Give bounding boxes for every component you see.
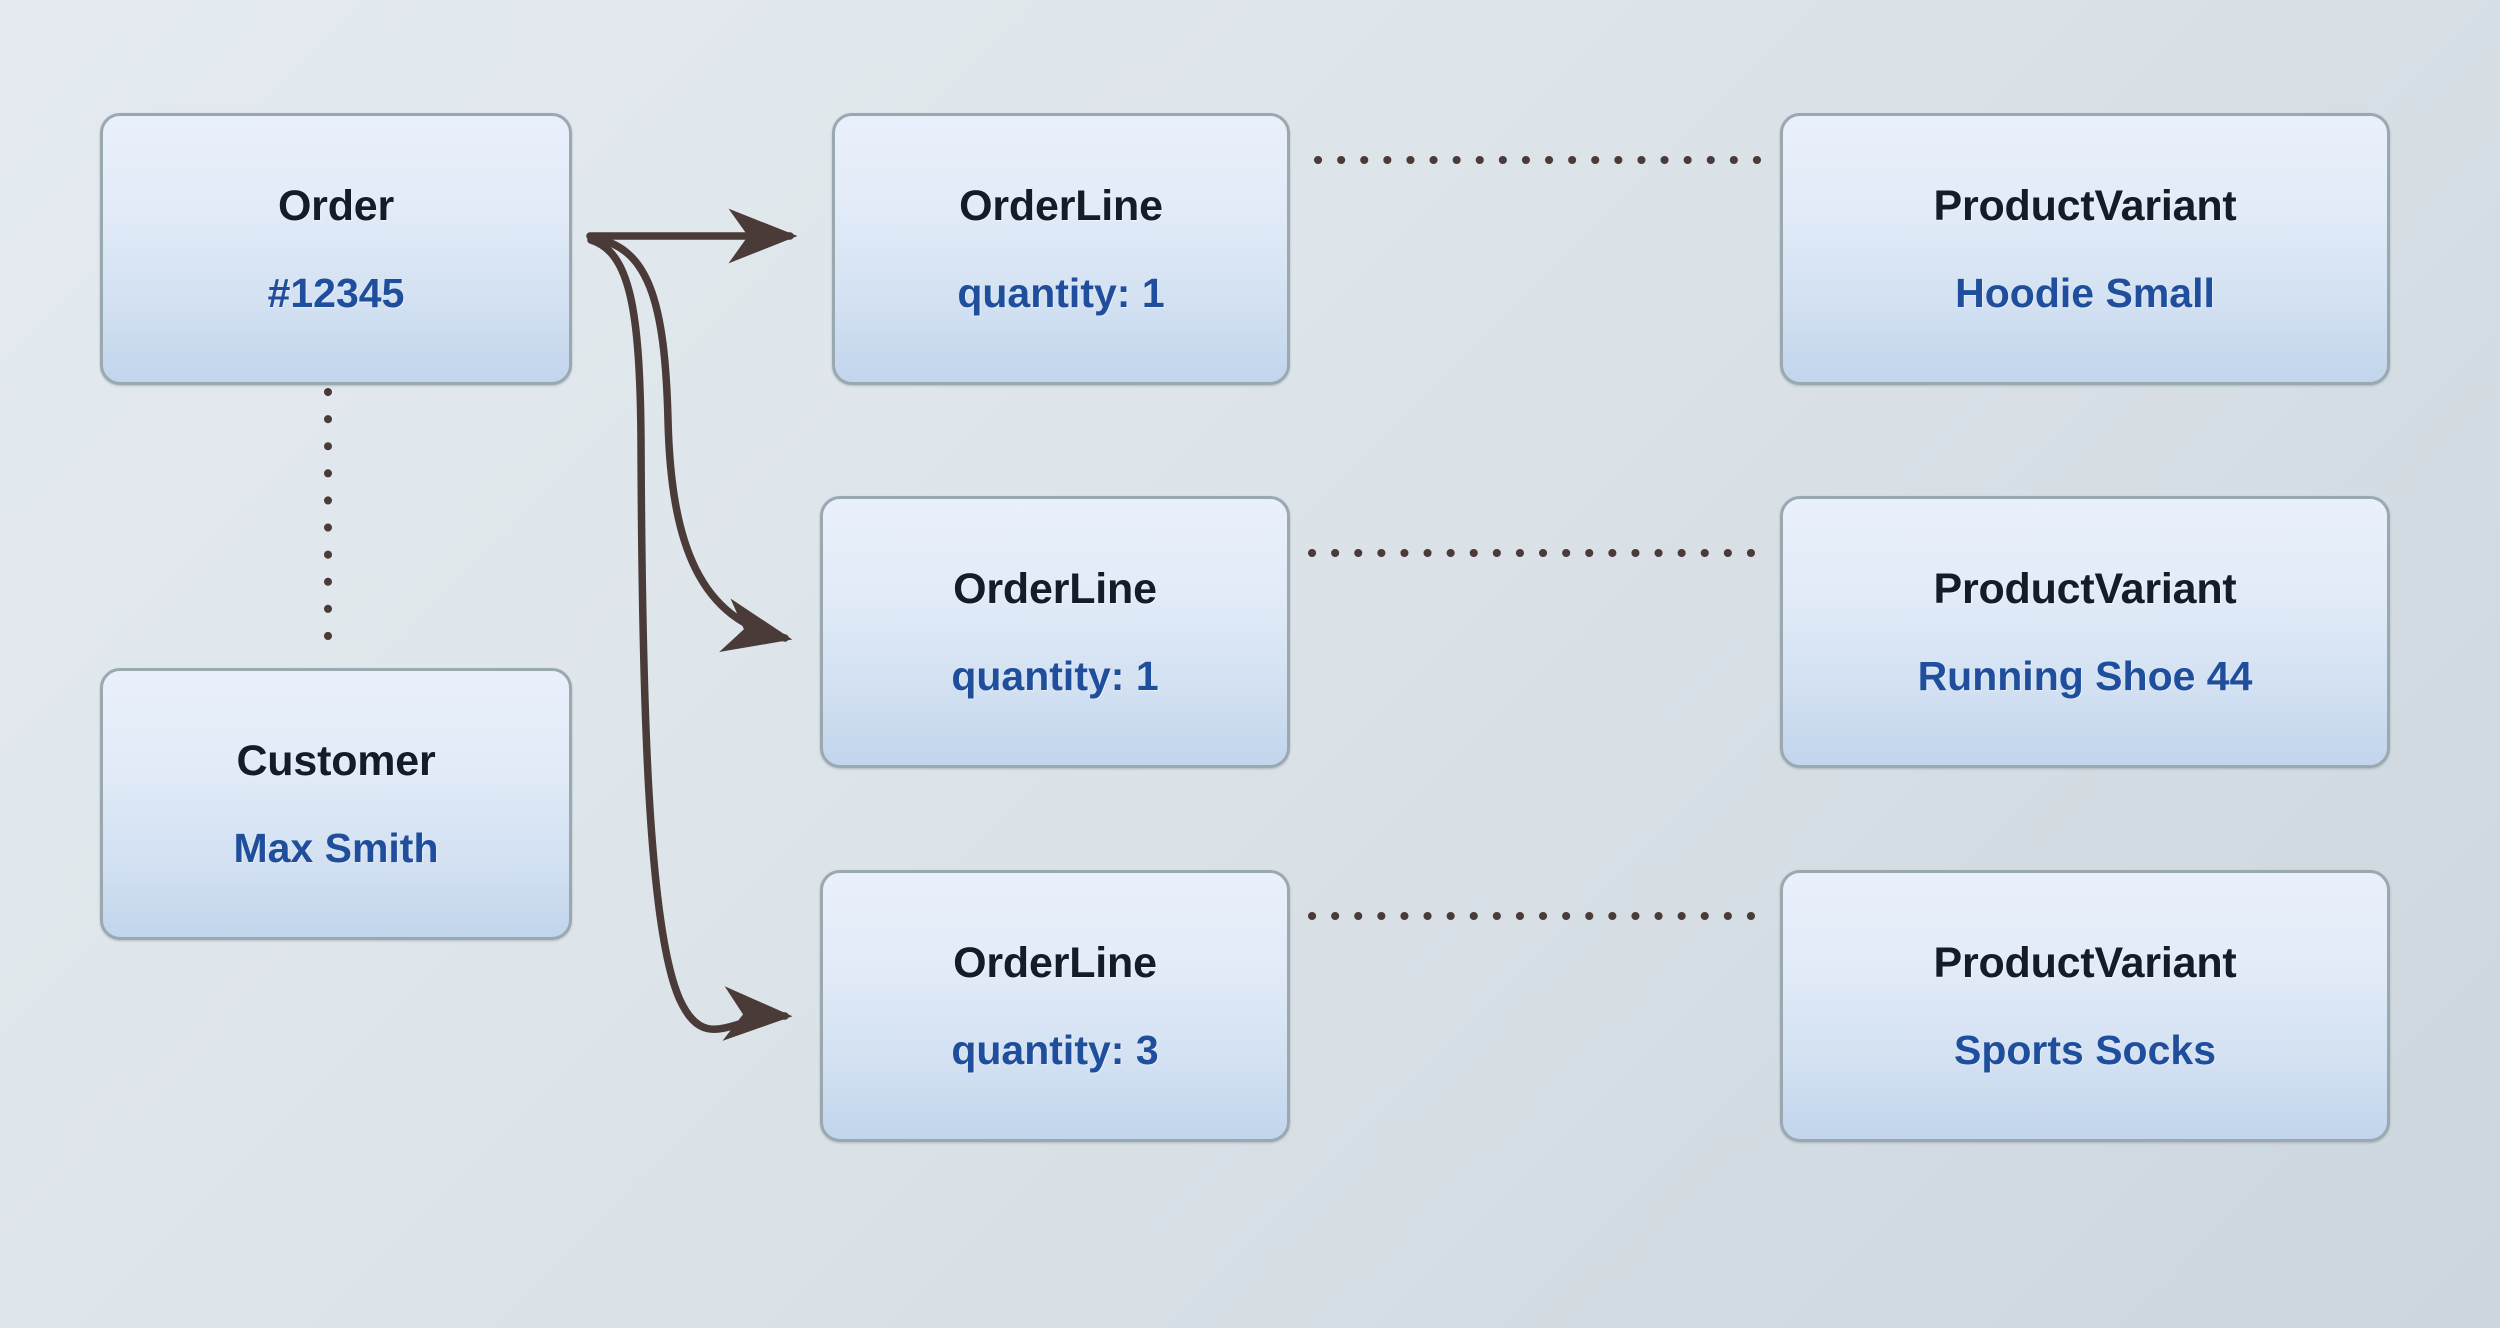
node-order[interactable]: Order #12345 xyxy=(100,113,572,385)
node-customer[interactable]: Customer Max Smith xyxy=(100,668,572,940)
node-orderline-1[interactable]: OrderLine quantity: 1 xyxy=(832,113,1290,385)
node-orderline-3[interactable]: OrderLine quantity: 3 xyxy=(820,870,1290,1142)
node-orderline-1-title: OrderLine xyxy=(959,181,1163,230)
node-productvariant-3-value: Sports Socks xyxy=(1953,1026,2217,1073)
node-productvariant-2-value: Running Shoe 44 xyxy=(1917,652,2253,699)
node-order-title: Order xyxy=(277,181,395,230)
edge-order-to-orderline-3 xyxy=(587,236,793,1041)
node-productvariant-2[interactable]: ProductVariant Running Shoe 44 xyxy=(1780,496,2390,768)
node-orderline-2-value: quantity: 1 xyxy=(951,652,1159,699)
node-productvariant-2-title: ProductVariant xyxy=(1933,564,2237,613)
node-productvariant-3[interactable]: ProductVariant Sports Socks xyxy=(1780,870,2390,1142)
node-orderline-2-title: OrderLine xyxy=(953,564,1157,613)
node-productvariant-1-title: ProductVariant xyxy=(1933,181,2237,230)
node-orderline-2[interactable]: OrderLine quantity: 1 xyxy=(820,496,1290,768)
node-orderline-1-value: quantity: 1 xyxy=(957,269,1165,316)
node-productvariant-1[interactable]: ProductVariant Hoodie Small xyxy=(1780,113,2390,385)
node-order-value: #12345 xyxy=(267,269,405,316)
node-orderline-3-value: quantity: 3 xyxy=(951,1026,1159,1073)
node-customer-title: Customer xyxy=(236,736,436,785)
node-customer-value: Max Smith xyxy=(233,824,439,871)
node-productvariant-1-value: Hoodie Small xyxy=(1955,269,2215,316)
edge-order-to-orderline-2 xyxy=(588,234,793,652)
node-orderline-3-title: OrderLine xyxy=(953,938,1157,987)
node-productvariant-3-title: ProductVariant xyxy=(1933,938,2237,987)
